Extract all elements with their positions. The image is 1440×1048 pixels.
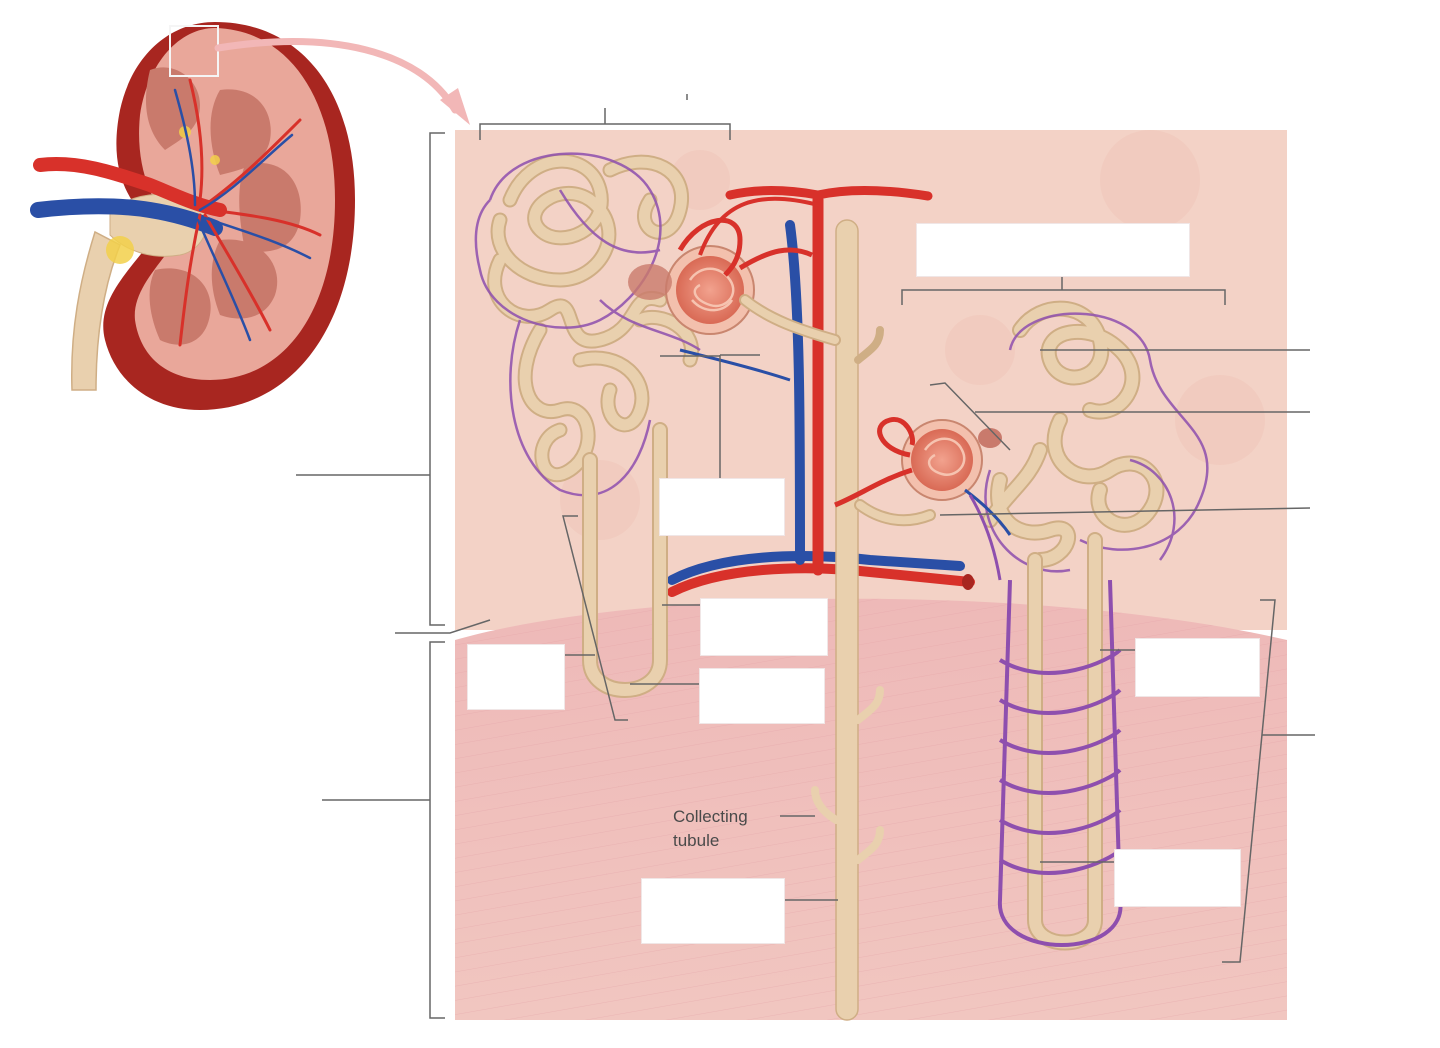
magnify-arrow xyxy=(214,38,459,114)
blank-label-box[interactable] xyxy=(1135,638,1260,697)
juxtamedullary-nephron xyxy=(834,300,1209,951)
blank-label-box[interactable] xyxy=(1114,849,1241,907)
renal-artery xyxy=(33,157,227,217)
blank-label-box[interactable] xyxy=(659,478,785,536)
kidney-inset xyxy=(30,22,470,410)
renal-pyramid xyxy=(149,268,211,345)
blank-label-box[interactable] xyxy=(641,878,785,944)
blank-label-box[interactable] xyxy=(467,644,565,710)
renal-pyramid xyxy=(210,89,271,175)
collecting-tubule-label: Collecting tubule xyxy=(673,807,748,850)
renal-pyramid xyxy=(211,239,278,319)
blank-label-box[interactable] xyxy=(916,223,1190,277)
blank-label-box[interactable] xyxy=(700,598,828,656)
ureter xyxy=(70,230,121,391)
cortical-nephron xyxy=(474,152,841,698)
collecting-duct xyxy=(811,219,884,1021)
leader-lines xyxy=(296,94,1315,1019)
renal-vein xyxy=(30,198,223,236)
interlobular-vein xyxy=(785,220,805,565)
blank-label-box[interactable] xyxy=(699,668,825,724)
renal-pyramid xyxy=(239,163,301,252)
